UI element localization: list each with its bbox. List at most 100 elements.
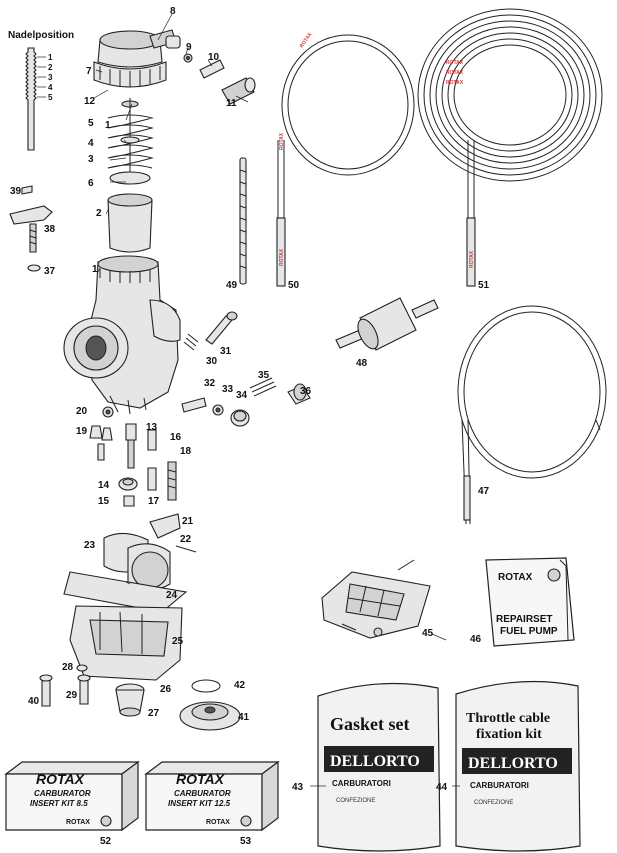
callout-41: 41	[238, 712, 250, 723]
cable-marking: ROTAX	[446, 60, 464, 66]
callout-42: 42	[234, 680, 246, 691]
callout-52: 52	[100, 836, 112, 847]
callout-34: 34	[236, 390, 248, 401]
kit-52-line1: CARBURATOR	[34, 789, 91, 798]
callout-31: 31	[220, 346, 232, 357]
callout-1: 1	[105, 120, 111, 131]
callout-43: 43	[292, 782, 304, 793]
cable-marking: ROTAX	[279, 248, 285, 266]
cable-adjuster-parts	[165, 35, 256, 105]
callout-30: 30	[206, 356, 218, 367]
idle-screw-parts	[183, 311, 238, 351]
throttle-cable-kit-bag: Throttle cable fixation kit DELLORTO CAR…	[455, 680, 581, 852]
needle-position-title: Nadelposition	[8, 30, 74, 41]
callout-17: 17	[148, 496, 160, 507]
callout-37: 37	[44, 266, 56, 277]
needle-position-label: 2	[48, 63, 53, 72]
kit-53-footer: ROTAX	[206, 819, 230, 826]
callout-40: 40	[28, 696, 40, 707]
callout-2: 2	[96, 208, 102, 219]
needle-position-label: 5	[48, 93, 53, 102]
callout-33: 33	[222, 384, 234, 395]
drain-parts	[39, 664, 145, 717]
repairset-brand: ROTAX	[498, 572, 533, 583]
callout-35: 35	[258, 370, 270, 381]
callout-48: 48	[356, 358, 368, 369]
callout-51: 51	[478, 280, 490, 291]
insert-kit-box-53: ROTAX CARBURATOR INSERT KIT 12.5 ROTAX	[144, 760, 280, 832]
cable-marking: ROTAX	[279, 132, 285, 150]
rotax-seal-icon	[547, 568, 561, 582]
insert-kit-box-52: ROTAX CARBURATOR INSERT KIT 8.5 ROTAX	[4, 760, 140, 832]
needle-icon	[25, 47, 37, 151]
repairset-line1: REPAIRSET	[496, 614, 553, 625]
callout-27: 27	[148, 708, 160, 719]
callout-47: 47	[478, 486, 490, 497]
callout-7: 7	[86, 66, 92, 77]
gasket-set-title: Gasket set	[330, 714, 410, 734]
kit-52-footer: ROTAX	[66, 819, 90, 826]
callout-44: 44	[436, 782, 448, 793]
tube-49	[239, 157, 247, 285]
kit-53-brand: ROTAX	[176, 771, 226, 787]
callout-4: 4	[88, 138, 94, 149]
callout-12: 12	[84, 96, 96, 107]
cable-marking: ROTAX	[469, 250, 475, 268]
callout-20: 20	[76, 406, 88, 417]
callout-38: 38	[44, 224, 56, 235]
callout-1: 1	[92, 264, 98, 275]
float-bowl-cover	[179, 679, 241, 731]
callout-numbers: 1 1 2 3 4 5 6 7 8 9 10 11 12 13 14 15 16…	[10, 6, 490, 847]
kit-53-line2: INSERT KIT 12.5	[168, 799, 231, 808]
callout-23: 23	[84, 540, 96, 551]
callout-49: 49	[226, 280, 238, 291]
gasket-set-brand: DELLORTO	[330, 753, 420, 770]
callout-15: 15	[98, 496, 110, 507]
throttle-kit-small: CONFEZIONE	[474, 800, 513, 806]
rotax-seal-icon	[240, 815, 252, 827]
fuel-filter	[335, 297, 439, 351]
callout-45: 45	[422, 628, 434, 639]
callout-3: 3	[88, 154, 94, 165]
callout-28: 28	[62, 662, 74, 673]
plug-screw-parts	[181, 397, 250, 427]
callout-6: 6	[88, 178, 94, 189]
needle-position-label: 4	[48, 83, 53, 92]
jet-parts-left	[89, 406, 114, 461]
callout-16: 16	[170, 432, 182, 443]
callout-14: 14	[98, 480, 110, 491]
needle-position-label: 1	[48, 53, 53, 62]
carburetor-body	[63, 255, 181, 415]
throttle-kit-title-2: fixation kit	[476, 727, 542, 742]
callout-39: 39	[10, 186, 22, 197]
cable-50: ROTAX ROTAX ROTAX	[276, 31, 415, 287]
cable-marking: ROTAX	[446, 70, 464, 76]
callout-36: 36	[300, 386, 312, 397]
callout-29: 29	[66, 690, 78, 701]
float-assembly	[63, 513, 197, 681]
cable-51: ROTAX ROTAX ROTAX ROTAX	[417, 8, 603, 287]
throttle-kit-sub: CARBURATORI	[470, 781, 529, 790]
needle-position-label: 3	[48, 73, 53, 82]
carburetor-top-cap	[93, 29, 177, 88]
callout-53: 53	[240, 836, 252, 847]
gasket-set-small: CONFEZIONE	[336, 798, 375, 804]
needle-position-gauge: Nadelposition 1 2 3 4 5	[8, 30, 74, 151]
kit-52-brand: ROTAX	[36, 771, 86, 787]
cable-47	[457, 305, 607, 525]
callout-13: 13	[146, 422, 158, 433]
throttle-kit-brand: DELLORTO	[468, 755, 558, 772]
callout-11: 11	[226, 98, 237, 109]
jet-parts-center	[118, 423, 177, 507]
choke-lever	[9, 185, 53, 272]
callout-24: 24	[166, 590, 178, 601]
callout-9: 9	[186, 42, 192, 53]
kit-53-line1: CARBURATOR	[174, 789, 231, 798]
callout-46: 46	[470, 634, 482, 645]
throttle-slide	[107, 193, 153, 253]
callout-10: 10	[208, 52, 220, 63]
kit-52-line2: INSERT KIT 8.5	[30, 799, 88, 808]
repairset-card: ROTAX REPAIRSET FUEL PUMP	[485, 557, 575, 647]
leader-lines	[93, 13, 460, 787]
